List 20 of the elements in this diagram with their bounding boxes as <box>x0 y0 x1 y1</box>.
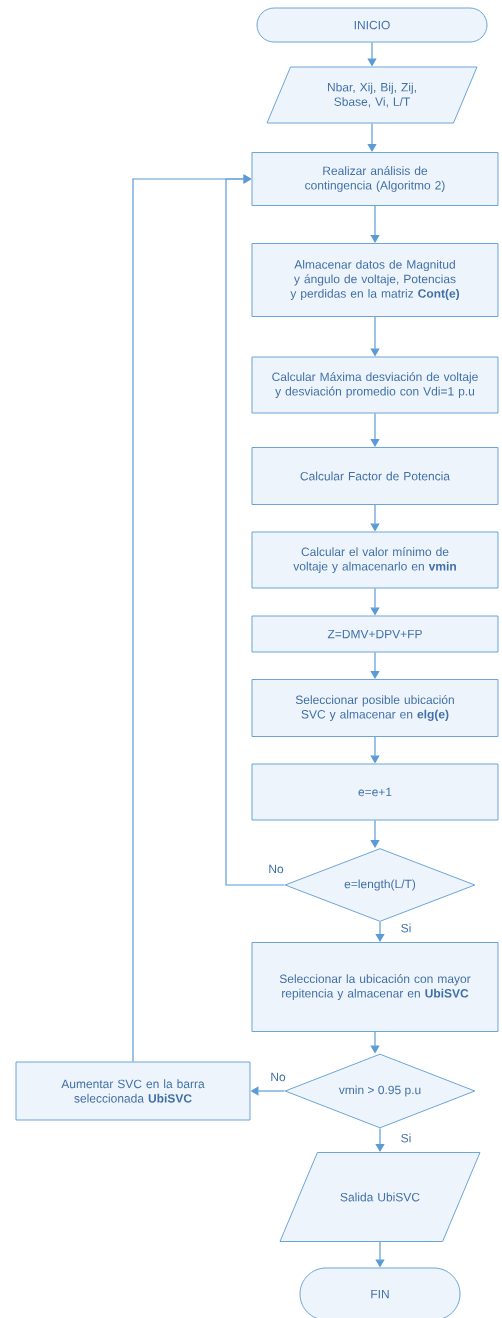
process-box: Calcular Factor de Potencia <box>251 447 499 505</box>
arrow <box>375 921 385 942</box>
input-output-parallelogram: Nbar, Xij, Bij, Zij, Sbase, Vi, L/T <box>266 66 478 124</box>
edge-label: No <box>267 863 285 875</box>
arrow <box>370 651 380 679</box>
process-box: Calcular el valor mínimo de voltaje y almacenarlo en vmin <box>251 531 499 589</box>
process-box: Realizar análisis de contingencia (Algoritmo 2) <box>251 152 499 206</box>
process-box: e=e+1 <box>251 763 499 821</box>
edge-label: Si <box>399 922 413 934</box>
arrow <box>370 819 380 848</box>
process-box: Seleccionar posible ubicación SVC y almacenar en elg(e) <box>251 679 499 737</box>
process-box: Almacenar datos de Magnitud y ángulo de voltaje, Potencias y perdidas en la matriz Cont(e) <box>251 243 499 317</box>
input-output-parallelogram: Salida UbiSVC <box>279 1152 481 1242</box>
arrow <box>375 1127 385 1152</box>
process-box: Seleccionar la ubicación con mayor repitencia y almacenar en UbiSVC <box>251 942 499 1032</box>
process-box: Calcular Máxima desviación de voltaje y desviación promedio con Vdi=1 p.u <box>251 356 499 414</box>
process-box: Aumentar SVC en la barra seleccionada UbiSVC <box>15 1061 251 1121</box>
process-box: Z=DMV+DPV+FP <box>251 615 499 653</box>
edge-label: Si <box>399 1132 413 1144</box>
edge-label: No <box>269 1071 287 1083</box>
